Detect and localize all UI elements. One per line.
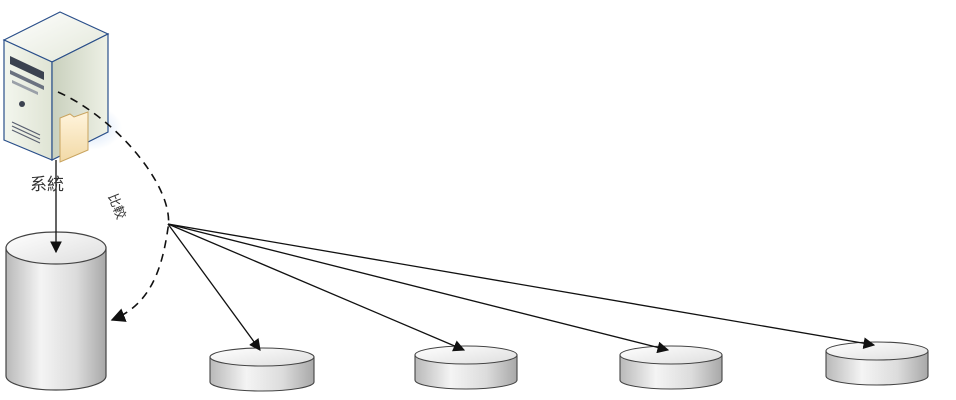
compare-label: 比較 <box>104 192 128 222</box>
arrows <box>50 91 876 354</box>
compare-dashed-curve <box>57 91 170 322</box>
server-power-button <box>19 101 25 107</box>
arrow-to-backup-2 <box>167 223 466 352</box>
backup-disk-1 <box>209 347 315 392</box>
server-icon <box>2 11 122 163</box>
arrow-to-backup-1 <box>167 223 261 351</box>
server-drive-bay <box>10 56 44 80</box>
server-drive-bay <box>10 70 44 90</box>
main-disk <box>5 231 107 391</box>
main-disk-body <box>5 247 107 391</box>
backup-disk-3 <box>619 345 723 390</box>
arrow-to-backup-4 <box>167 223 876 349</box>
server-drive-bay <box>12 80 38 95</box>
server-vents <box>11 121 41 144</box>
backup-disk-4 <box>825 341 929 386</box>
server-label: 系統 <box>30 175 64 195</box>
arrow-to-backup-3 <box>167 223 670 354</box>
folder-icon <box>59 111 89 163</box>
backup-disk-2 <box>414 345 518 390</box>
